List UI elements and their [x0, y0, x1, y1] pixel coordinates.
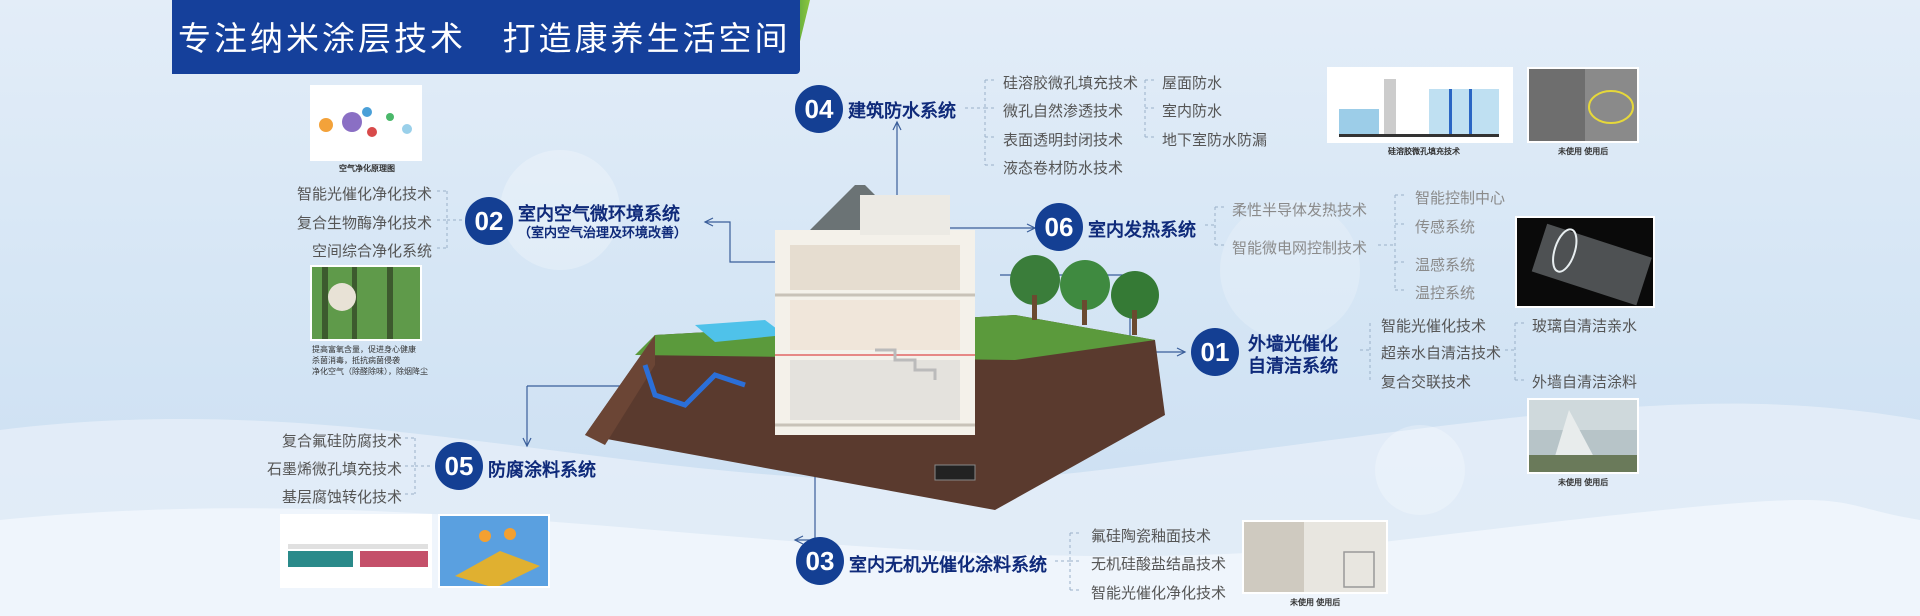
system-02-title: 室内空气微环境系统: [518, 204, 680, 224]
system-03-technique: 氟硅陶瓷釉面技术: [1091, 528, 1212, 545]
system-04-technique: 液态卷材防水技术: [1003, 160, 1124, 177]
wall-cleaning-caption: 未使用 使用后: [1558, 478, 1609, 487]
system-04-technique: 表面透明封闭技术: [1003, 132, 1124, 149]
system-01-application: 玻璃自清洁亲水: [1532, 318, 1638, 335]
system-01-technique: 超亲水自清洁技术: [1381, 345, 1502, 362]
system-05-number: 05: [435, 442, 483, 490]
system-06-technique: 智能微电网控制技术: [1232, 240, 1368, 257]
heating-film-photo: [1515, 216, 1655, 308]
system-02-technique: 智能光催化净化技术: [297, 186, 433, 203]
system-01-technique: 复合交联技术: [1381, 374, 1472, 391]
system-04-application: 屋面防水: [1162, 75, 1223, 92]
interior-wall-caption: 未使用 使用后: [1290, 598, 1341, 607]
system-04-number: 04: [795, 85, 843, 133]
system-06-number: 06: [1035, 203, 1083, 251]
system-05-technique: 石墨烯微孔填充技术: [267, 461, 403, 478]
system-01-title-line2: 自清洁系统: [1248, 356, 1338, 376]
system-06-component: 温感系统: [1415, 257, 1476, 274]
system-01-application: 外墙自清洁涂料: [1532, 374, 1638, 391]
system-06-technique: 柔性半导体发热技术: [1232, 202, 1368, 219]
system-03-number: 03: [796, 537, 844, 585]
waterproof-photo-caption: 未使用 使用后: [1558, 147, 1609, 156]
air-purification-caption: 空气净化原理图: [339, 164, 395, 173]
system-03-technique: 智能光催化净化技术: [1091, 585, 1227, 602]
title-banner: [172, 0, 800, 74]
system-04-technique: 微孔自然渗透技术: [1003, 103, 1124, 120]
wall-cleaning-photo: [1527, 398, 1639, 474]
waterproof-diagram-image: [1327, 67, 1513, 143]
system-02-technique: 空间综合净化系统: [312, 243, 433, 260]
system-02-benefit: 杀菌消毒，抵抗病菌侵袭: [312, 356, 400, 365]
house-cutaway-illustration: [585, 185, 1165, 510]
banner-title: 专注纳米涂层技术 打造康养生活空间: [178, 20, 791, 57]
system-06-title: 室内发热系统: [1088, 220, 1196, 240]
waterproof-photo: [1527, 67, 1639, 143]
system-01-number: 01: [1191, 328, 1239, 376]
air-purification-diagram: [310, 85, 422, 161]
interior-wall-photo: [1242, 520, 1388, 594]
system-03-title: 室内无机光催化涂料系统: [849, 555, 1047, 575]
system-04-application: 室内防水: [1162, 103, 1223, 120]
system-04-technique: 硅溶胶微孔填充技术: [1003, 75, 1139, 92]
graphene-diagram: [438, 514, 550, 588]
system-01-title-line1: 外墙光催化: [1248, 334, 1338, 354]
forest-photo: [310, 265, 422, 341]
system-04-application: 地下室防水防漏: [1162, 132, 1268, 149]
system-03-technique: 无机硅酸盐结晶技术: [1091, 556, 1227, 573]
system-05-technique: 基层腐蚀转化技术: [282, 489, 403, 506]
anticorrosion-diagram: [280, 514, 432, 588]
system-02-number: 02: [465, 197, 513, 245]
system-01-technique: 智能光催化技术: [1381, 318, 1487, 335]
system-06-component: 温控系统: [1415, 285, 1476, 302]
system-05-technique: 复合氟硅防腐技术: [282, 433, 403, 450]
waterproof-diagram-caption: 硅溶胶微孔填充技术: [1388, 147, 1460, 156]
system-04-title: 建筑防水系统: [848, 101, 956, 121]
system-02-benefit: 净化空气（除醛除味），除烟降尘: [312, 367, 428, 376]
system-02-subtitle: （室内空气治理及环境改善）: [518, 225, 688, 240]
system-05-title: 防腐涂料系统: [488, 460, 596, 480]
system-02-benefit: 提高富氧含量，促进身心健康: [312, 345, 416, 354]
system-02-technique: 复合生物酶净化技术: [297, 215, 433, 232]
system-06-component: 传感系统: [1415, 219, 1476, 236]
system-06-component: 智能控制中心: [1415, 190, 1506, 207]
